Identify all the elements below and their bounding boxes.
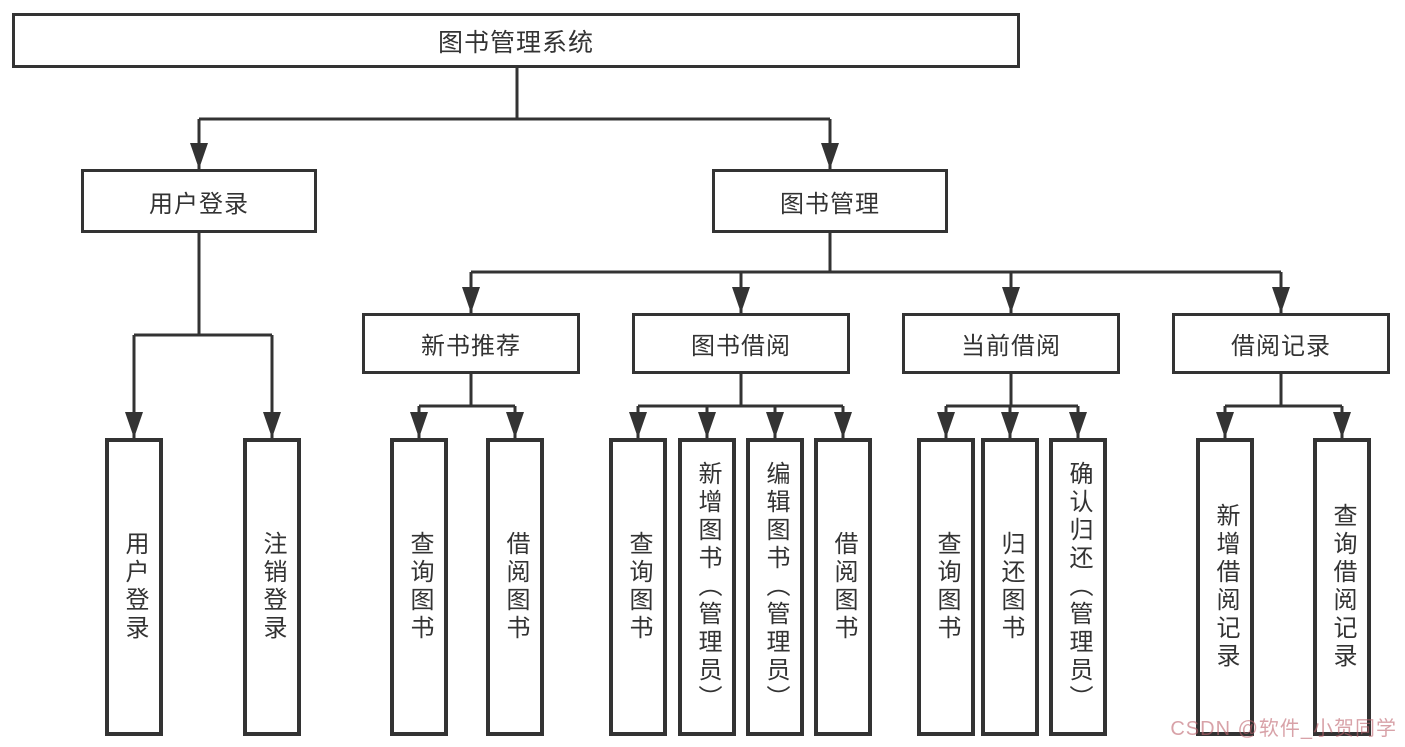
leaf-logout: 注销登录 [243,438,301,736]
leaf-return-books: 归还图书 [981,438,1039,736]
leaf-query-books: 查询图书 [609,438,667,736]
node-borrow-records: 借阅记录 [1172,313,1390,374]
leaf-add-borrow-record: 新增借阅记录 [1196,438,1254,736]
node-library-management-system: 图书管理系统 [12,13,1020,68]
leaf-query-books: 查询图书 [390,438,448,736]
node-new-book-recommend: 新书推荐 [362,313,580,374]
connectors [125,68,1351,438]
leaf-query-books: 查询图书 [917,438,975,736]
node-current-borrowing: 当前借阅 [902,313,1120,374]
leaf-borrow-books: 借阅图书 [486,438,544,736]
csdn-watermark: CSDN @软件_小贺同学 [1170,718,1397,740]
leaf-edit-books-admin: 编辑图书（管理员） [746,438,804,736]
leaf-query-borrow-record: 查询借阅记录 [1313,438,1371,736]
leaf-add-books-admin: 新增图书（管理员） [678,438,736,736]
node-book-management: 图书管理 [712,169,948,233]
leaf-confirm-return-admin: 确认归还（管理员） [1049,438,1107,736]
node-book-borrowing: 图书借阅 [632,313,850,374]
leaf-user-login: 用户登录 [105,438,163,736]
node-user-login: 用户登录 [81,169,317,233]
leaf-borrow-books: 借阅图书 [814,438,872,736]
